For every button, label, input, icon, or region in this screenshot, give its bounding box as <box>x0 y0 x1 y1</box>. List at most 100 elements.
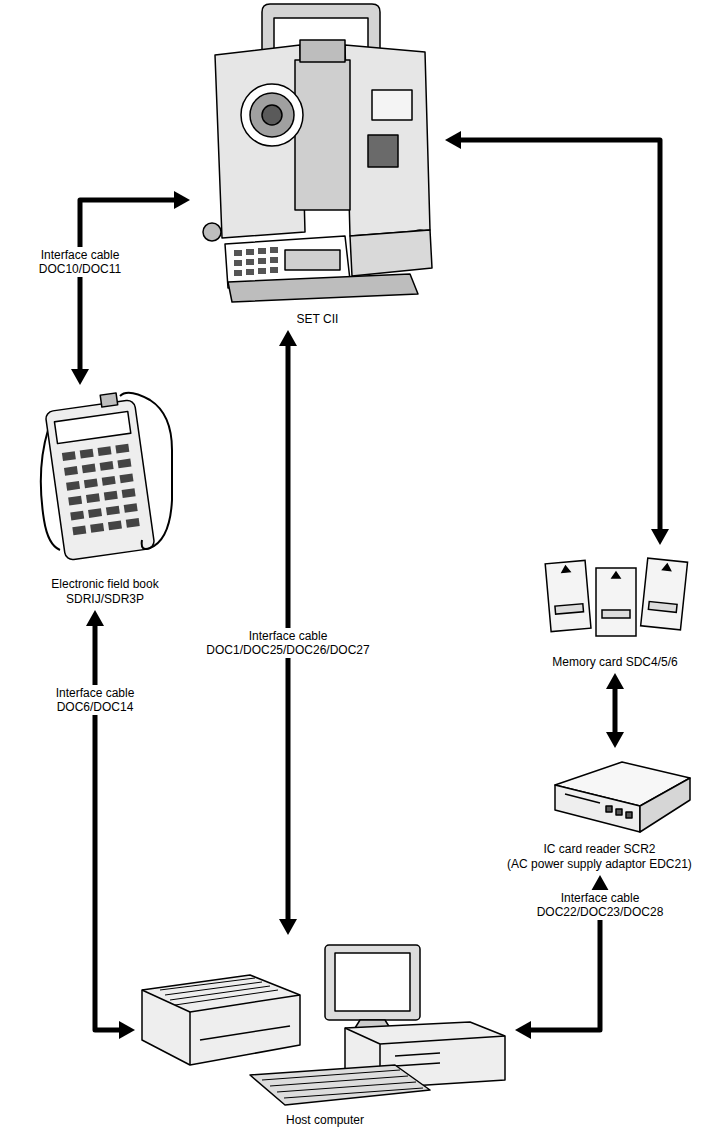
field-book-drawing-part <box>104 491 118 501</box>
field-book-drawing-part <box>100 393 118 407</box>
field-book-drawing-part <box>90 523 104 533</box>
field-book-drawing-part <box>120 393 172 549</box>
field-book-drawing-part <box>120 473 134 483</box>
host-computer-drawing-part <box>189 1012 191 1065</box>
cable-label: Interface cable DOC10/DOC11 <box>27 247 133 278</box>
field-book-drawing-part <box>115 444 129 454</box>
host-computer-drawing-part <box>160 978 278 1005</box>
field-book-drawing <box>41 391 172 561</box>
field-book-drawing-part <box>100 461 114 471</box>
field-book-drawing-part <box>124 503 138 513</box>
host-computer-drawing-part <box>262 1070 423 1098</box>
interface-cable-arrow <box>71 191 190 385</box>
arrow-head <box>651 529 669 545</box>
field-book-drawing-part <box>86 493 100 503</box>
total-station-drawing-part <box>285 250 340 270</box>
field-book-drawing-part <box>62 451 76 461</box>
field-book-drawing-part <box>68 496 82 506</box>
memory-card-drawing-part <box>602 610 630 618</box>
card-reader-drawing-part <box>555 785 640 832</box>
total-station-drawing-part <box>300 40 345 62</box>
device-node: Electronic field book SDRIJ/SDR3P <box>25 385 185 610</box>
arrow-head <box>174 191 190 209</box>
memory-card-drawing-part <box>545 560 591 631</box>
total-station-drawing-part <box>258 258 266 264</box>
arrow-head <box>591 875 609 891</box>
field-book-drawing-part <box>80 449 94 459</box>
total-station-drawing-part <box>246 259 254 265</box>
total-station-drawing <box>203 4 432 302</box>
field-book-drawing-part <box>102 476 116 486</box>
total-station-drawing-part <box>258 268 266 274</box>
host-computer-drawing-part <box>200 1026 290 1040</box>
total-station-drawing-part <box>250 93 294 137</box>
field-book-drawing-part <box>98 446 112 456</box>
host-computer-drawing-part <box>325 945 420 1020</box>
interface-cable-arrow <box>86 610 135 1039</box>
memory-card-drawing-part <box>561 566 569 573</box>
field-book-drawing-part <box>106 506 120 516</box>
field-book-drawing-part <box>84 478 98 488</box>
arrow-head <box>606 732 624 748</box>
memory-card-drawing-part <box>596 568 636 636</box>
card-reader-drawing-part <box>640 778 690 832</box>
interface-cable-arrow <box>445 131 669 545</box>
cable-line <box>613 685 618 736</box>
cable-label: Interface cable DOC1/DOC25/DOC26/DOC27 <box>198 628 379 659</box>
total-station-drawing-part <box>228 274 418 302</box>
device-label: SET CII <box>297 312 339 326</box>
host-computer-drawing <box>142 945 505 1105</box>
device-label: Memory card SDC4/5/6 <box>552 655 677 669</box>
total-station-drawing-part <box>215 45 305 238</box>
device-node: SET CII <box>190 5 445 330</box>
cable-line <box>457 140 660 533</box>
memory-card-drawing-part <box>641 558 688 630</box>
card-reader-drawing-part <box>626 812 632 818</box>
device-label: Host computer <box>286 1113 364 1127</box>
host-computer-drawing-part <box>395 1053 440 1066</box>
arrow-head <box>606 673 624 689</box>
card-reader-drawing <box>555 762 690 832</box>
cable-label: Interface cable DOC22/DOC23/DOC28 <box>527 890 673 921</box>
total-station-drawing-part <box>262 105 282 125</box>
total-station-drawing-part <box>295 60 350 210</box>
total-station-drawing-part <box>203 223 221 241</box>
field-book-drawing-part <box>72 526 86 536</box>
cable-label: Interface cable DOC6/DOC14 <box>42 685 148 716</box>
arrow-head <box>515 1021 531 1039</box>
card-reader-drawing-part <box>616 809 622 815</box>
total-station-drawing-part <box>368 135 398 167</box>
field-book-drawing-part <box>66 481 80 491</box>
total-station-drawing-part <box>234 270 242 276</box>
memory-card-drawing-part <box>648 601 677 612</box>
memory-card-drawing-part <box>612 572 620 578</box>
total-station-drawing-part <box>372 90 412 120</box>
host-computer-drawing-part <box>335 953 410 1011</box>
cable-line <box>80 200 178 373</box>
memory-card-drawing-part <box>663 564 672 571</box>
device-node: IC card reader SCR2(AC power supply adap… <box>497 748 702 875</box>
memory-card-drawing-part <box>641 558 688 630</box>
cable-line <box>95 622 123 1030</box>
field-book-drawing-part <box>64 466 78 476</box>
host-computer-drawing-part <box>142 975 300 1065</box>
field-book-drawing-part <box>54 411 130 443</box>
field-book-drawing-part <box>88 508 102 518</box>
memory-card-drawing-part <box>555 604 584 614</box>
card-reader-drawing-part <box>606 806 612 812</box>
total-station-drawing-part <box>241 84 303 146</box>
field-book-drawing-part <box>44 391 155 561</box>
total-station-drawing-part <box>345 45 430 236</box>
field-book-drawing-part <box>62 444 140 536</box>
field-book-drawing-part <box>117 459 131 469</box>
field-book-drawing-part <box>126 518 140 528</box>
total-station-drawing-part <box>350 230 432 276</box>
total-station-drawing-part <box>246 249 254 255</box>
total-station-drawing-part <box>234 250 242 256</box>
total-station-drawing-part <box>234 260 242 266</box>
device-label: (AC power supply adaptor EDC21) <box>507 857 692 871</box>
arrow-head <box>119 1021 135 1039</box>
arrow-head <box>86 610 104 626</box>
field-book-drawing-part <box>82 464 96 474</box>
host-computer-drawing-part <box>250 1065 430 1105</box>
